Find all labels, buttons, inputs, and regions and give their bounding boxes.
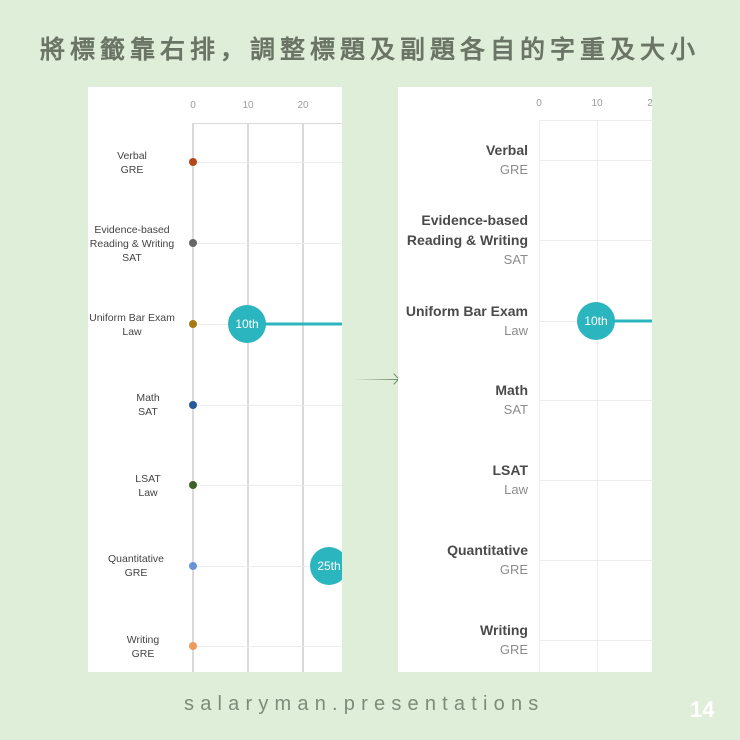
row-title: Verbal	[117, 150, 147, 162]
row-label-lsat: LSAT Law	[98, 472, 198, 500]
row-label-ebrw: Evidence-based Reading & Writing SAT	[398, 210, 528, 269]
row-subtitle: Law	[122, 326, 142, 338]
arrow-right-icon	[354, 379, 398, 380]
x-tick-10: 10	[591, 98, 603, 109]
row-title: LSAT	[492, 462, 528, 478]
row-label-quant: Quantitative GRE	[88, 552, 186, 580]
row-subtitle: GRE	[124, 567, 148, 579]
row-gridline	[539, 160, 652, 161]
row-title: Writing	[480, 622, 528, 638]
x-tick-20: 2	[647, 98, 652, 109]
row-subtitle: GRE	[131, 648, 155, 660]
data-dot-verbal	[189, 158, 197, 166]
slide-title: 將標籤靠右排，調整標題及副題各自的字重及大小	[39, 35, 700, 64]
data-dot-ube	[189, 320, 197, 328]
row-title: Writing	[126, 634, 160, 646]
row-label-verbal: Verbal GRE	[400, 140, 528, 179]
row-title: Quantitative	[107, 553, 165, 565]
x-tick-0: 0	[190, 100, 196, 111]
row-label-writing: Writing GRE	[93, 633, 193, 661]
row-label-math: Math SAT	[400, 380, 528, 419]
row-title: Evidence-based Reading & Writing	[89, 224, 175, 250]
percentile-bubble-10th: 10th	[228, 305, 266, 343]
row-title: Quantitative	[447, 542, 528, 558]
x-tick-10: 10	[242, 100, 254, 111]
row-gridline	[193, 405, 342, 406]
row-subtitle: GRE	[499, 642, 528, 657]
row-label-quant: Quantitative GRE	[400, 540, 528, 579]
row-subtitle: GRE	[499, 562, 528, 577]
page-number: 14	[690, 697, 715, 722]
row-title: Uniform Bar Exam	[405, 303, 528, 319]
row-subtitle: SAT	[503, 402, 528, 417]
x-tick-20: 20	[297, 100, 309, 111]
row-subtitle: Law	[138, 487, 158, 499]
percentile-bubble-25th: 25th	[310, 547, 342, 585]
row-label-writing: Writing GRE	[400, 620, 528, 659]
row-title: Math	[136, 392, 160, 404]
row-label-math: Math SAT	[98, 391, 198, 419]
row-gridline	[193, 243, 342, 244]
row-gridline	[539, 640, 652, 641]
row-subtitle: Law	[504, 323, 528, 338]
range-line	[248, 322, 342, 326]
data-dot-math	[189, 401, 197, 409]
gridline-20	[302, 123, 304, 672]
row-title: Verbal	[485, 142, 528, 158]
row-label-verbal: Verbal GRE	[88, 149, 182, 177]
row-gridline	[539, 400, 652, 401]
row-subtitle: Law	[504, 482, 528, 497]
data-dot-quant	[189, 562, 197, 570]
gridline-10	[597, 120, 598, 672]
top-axis-line	[539, 120, 652, 121]
row-subtitle: SAT	[122, 252, 142, 264]
top-axis-line	[193, 123, 342, 124]
row-label-ube: Uniform Bar Exam Law	[398, 301, 528, 340]
footer-brand: salaryman.presentations	[184, 693, 545, 715]
percentile-bubble-10th: 10th	[577, 302, 615, 340]
row-subtitle: GRE	[120, 164, 144, 176]
row-title: Math	[495, 382, 528, 398]
row-title: Uniform Bar Exam	[89, 312, 175, 324]
after-chart-panel: 0 10 2 Verbal GRE Evidence-based Reading…	[398, 87, 652, 672]
before-chart-panel: 0 10 20 Verbal GRE Evidence-based Readin…	[88, 87, 342, 672]
row-subtitle: SAT	[138, 406, 158, 418]
y-axis-line	[192, 123, 194, 672]
row-title: LSAT	[135, 473, 161, 485]
row-gridline	[539, 480, 652, 481]
data-dot-lsat	[189, 481, 197, 489]
row-label-ebrw: Evidence-based Reading & Writing SAT	[88, 223, 182, 265]
row-subtitle: GRE	[499, 162, 528, 177]
row-subtitle: SAT	[503, 252, 528, 267]
range-line	[597, 319, 652, 323]
row-label-lsat: LSAT Law	[400, 460, 528, 499]
x-tick-0: 0	[536, 98, 542, 109]
data-dot-ebrw	[189, 239, 197, 247]
row-gridline	[193, 485, 342, 486]
row-gridline	[193, 162, 342, 163]
row-title: Evidence-based Reading & Writing	[406, 212, 528, 248]
data-dot-writing	[189, 642, 197, 650]
row-gridline	[539, 560, 652, 561]
row-gridline	[539, 240, 652, 241]
y-axis-line	[539, 120, 540, 672]
row-gridline	[193, 566, 342, 567]
gridline-10	[247, 123, 249, 672]
row-label-ube: Uniform Bar Exam Law	[88, 311, 182, 339]
row-gridline	[193, 646, 342, 647]
